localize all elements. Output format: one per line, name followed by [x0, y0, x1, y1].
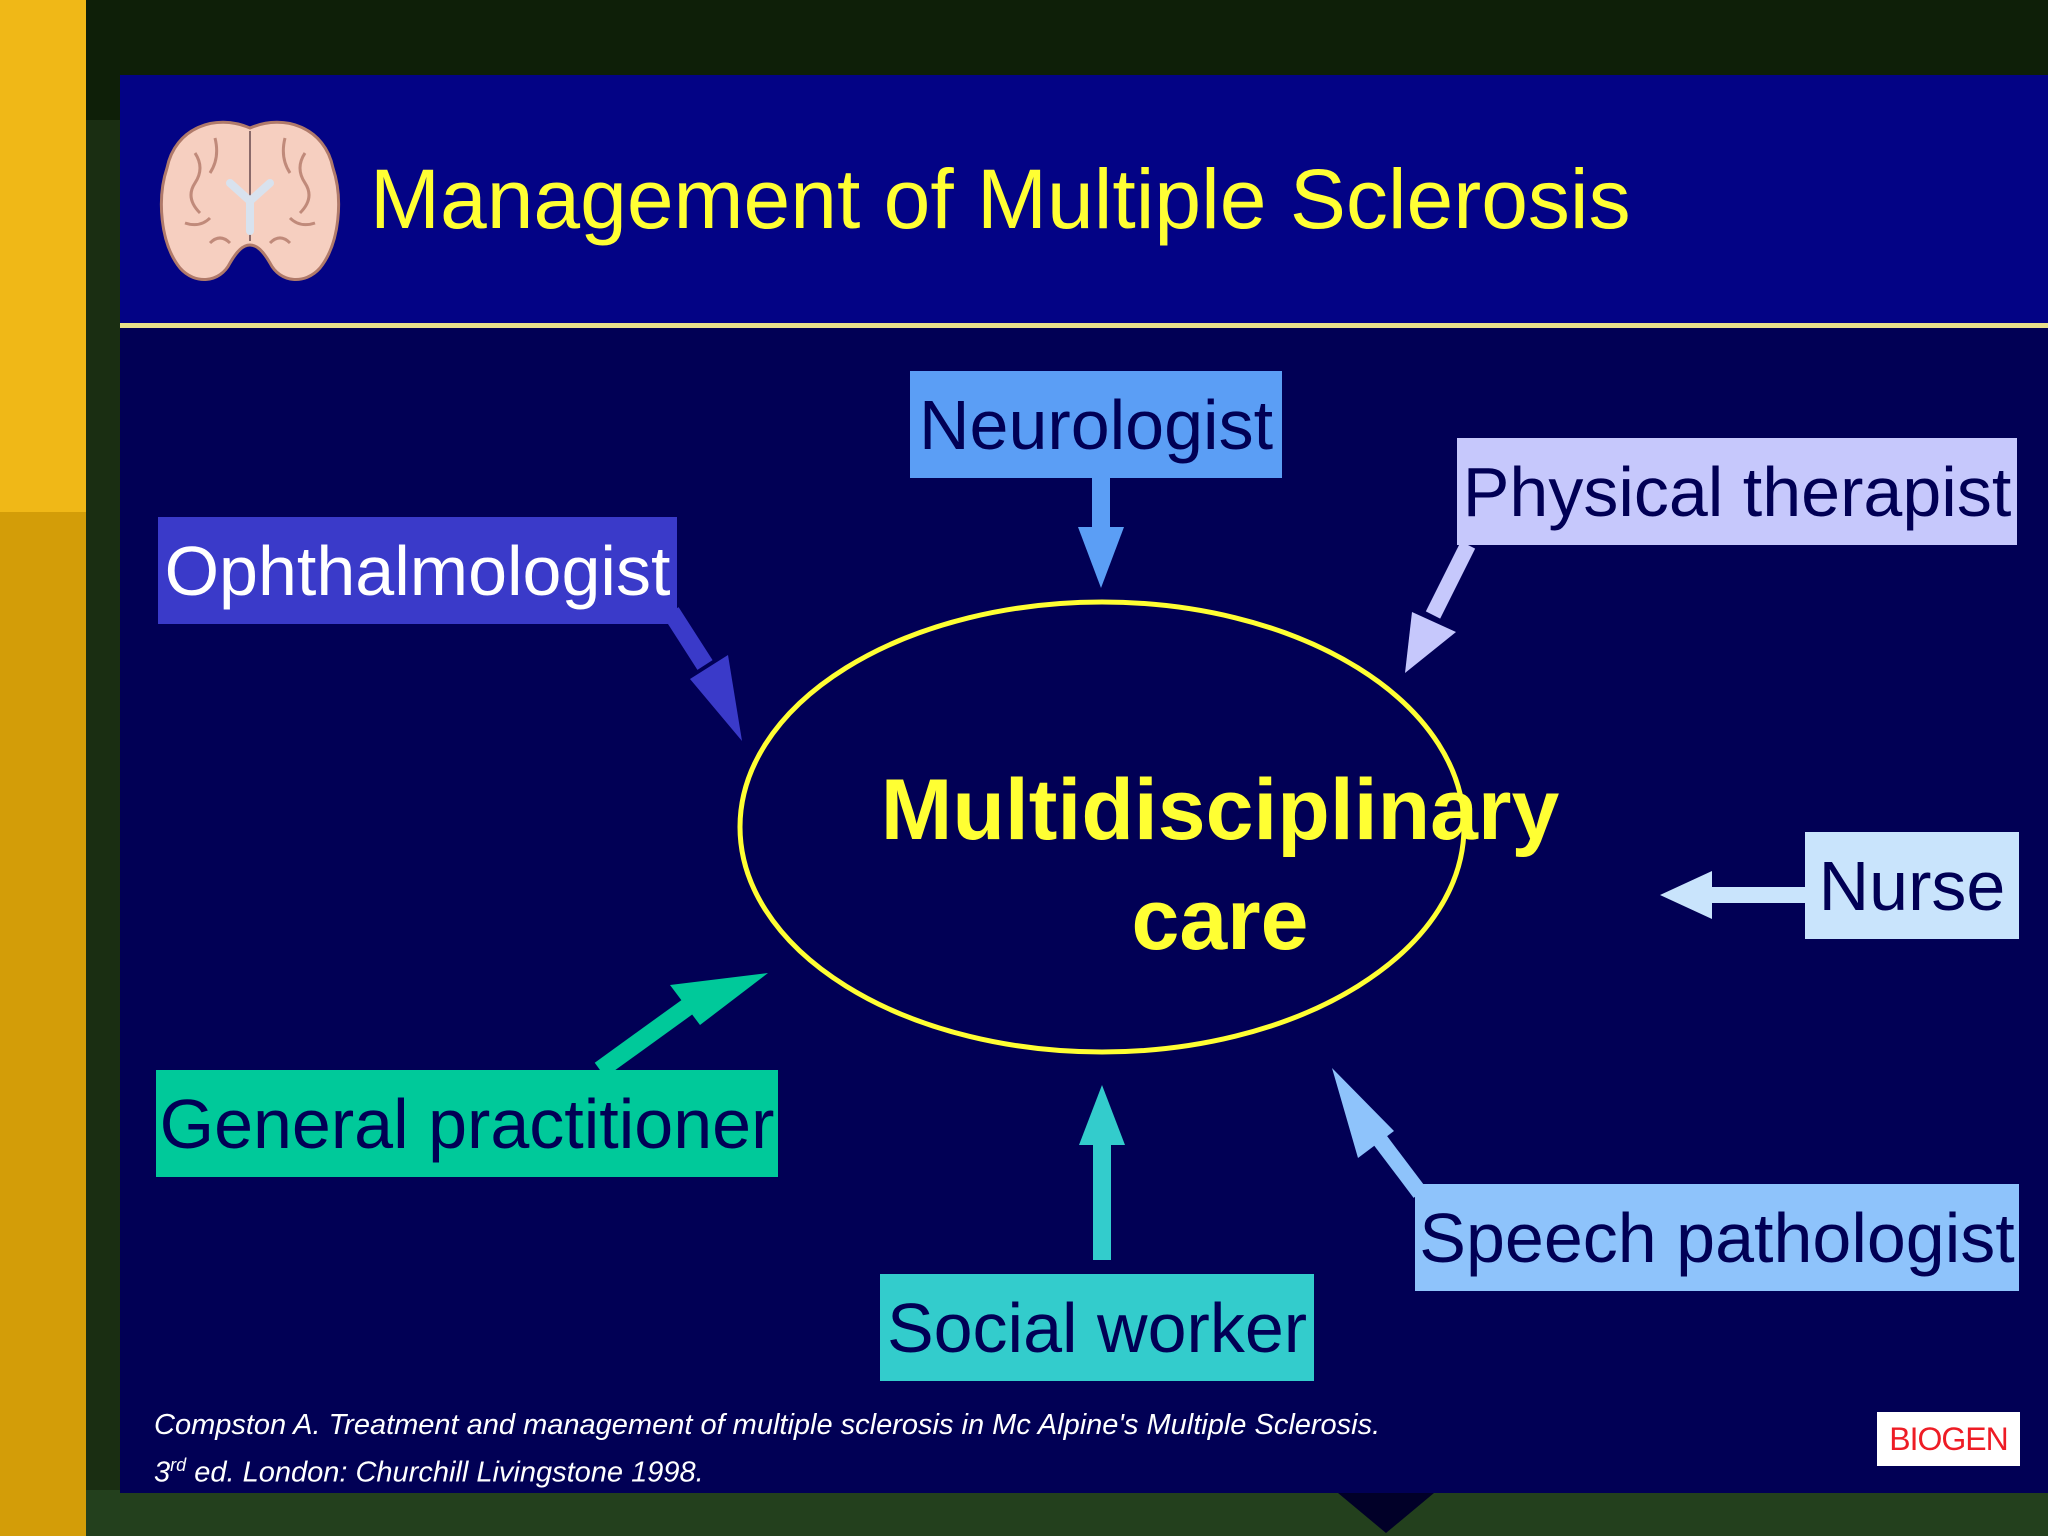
brain-icon: [159, 120, 341, 281]
slide-notch: [1338, 1493, 1434, 1533]
sidebar-accent-bottom: [0, 512, 86, 1536]
citation-line2: 3rd ed. London: Churchill Livingstone 19…: [154, 1445, 1380, 1493]
sidebar-accent-top: [0, 0, 86, 512]
center-ellipse: [737, 599, 1467, 1055]
slide-title: Management of Multiple Sclerosis: [370, 152, 1631, 246]
role-speech-pathologist: Speech pathologist: [1415, 1184, 2019, 1291]
citation-edition-suffix: rd: [170, 1455, 187, 1475]
citation-line1: Compston A. Treatment and management of …: [154, 1409, 1381, 1441]
arrow-nurse: [1660, 871, 1805, 919]
arrow-general-practitioner: [594, 973, 768, 1078]
center-label-line2: care: [1131, 872, 1309, 968]
slide-header: [120, 75, 2048, 323]
arrow-social-worker: [1079, 1085, 1125, 1260]
role-ophthalmologist: Ophthalmologist: [158, 517, 677, 624]
role-nurse: Nurse: [1805, 832, 2019, 939]
diagram-canvas: [594, 475, 1805, 1260]
arrow-speech-pathologist: [1332, 1068, 1427, 1198]
role-social-worker: Social worker: [880, 1274, 1314, 1381]
background-bottom: [0, 1490, 2048, 1536]
biogen-logo: BIOGEN: [1877, 1412, 2020, 1466]
citation: Compston A. Treatment and management of …: [154, 1405, 1380, 1493]
arrow-physical-therapist: [1405, 541, 1476, 673]
role-physical-therapist: Physical therapist: [1457, 438, 2017, 545]
citation-edition-number: 3: [154, 1456, 171, 1489]
header-divider: [120, 323, 2048, 328]
center-label-line1: Multidisciplinary: [880, 762, 1560, 858]
role-neurologist: Neurologist: [910, 371, 1282, 478]
arrow-ophthalmologist: [663, 607, 742, 741]
citation-publisher: ed. London: Churchill Livingstone 1998.: [186, 1456, 704, 1489]
center-label: Multidisciplinary care: [800, 755, 1640, 975]
slide: Management of Multiple Sclerosis: [120, 75, 2048, 1493]
role-general-practitioner: General practitioner: [156, 1070, 778, 1177]
arrow-neurologist: [1078, 475, 1124, 588]
